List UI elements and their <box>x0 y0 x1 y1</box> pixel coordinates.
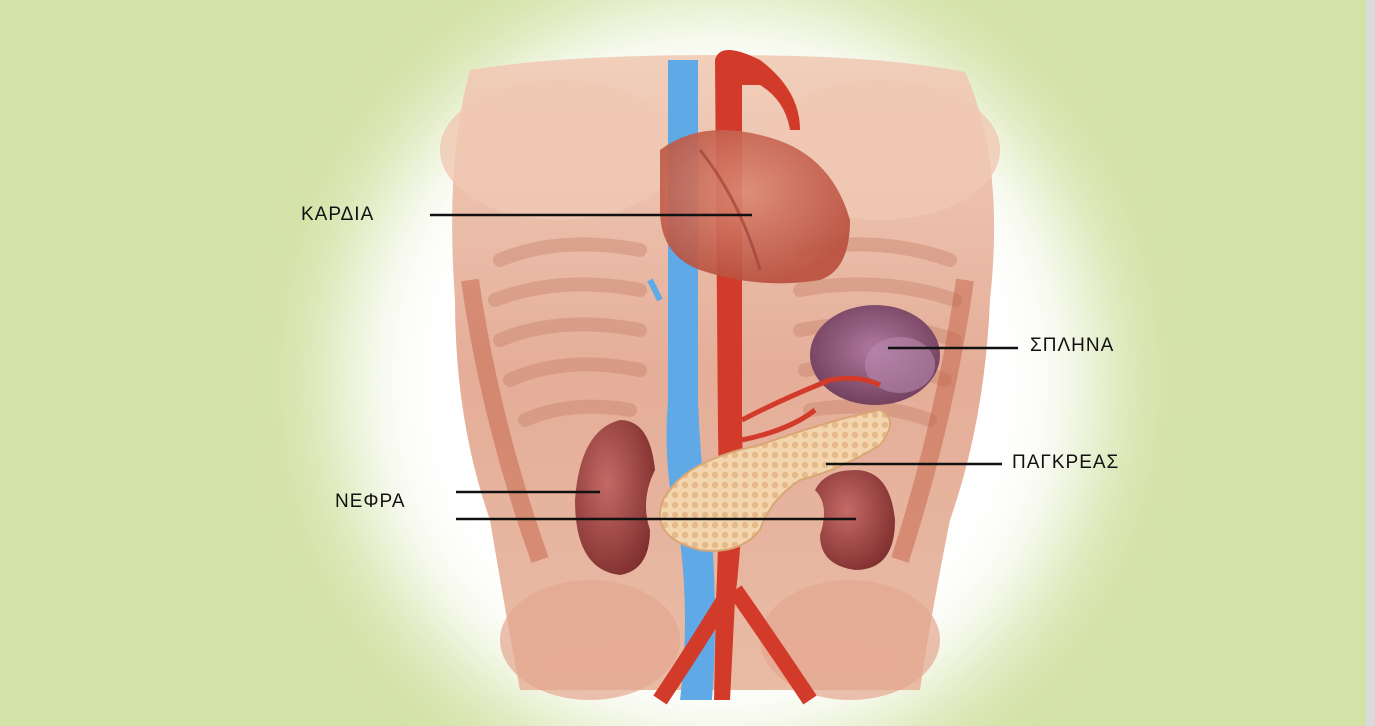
right-border <box>1366 0 1375 726</box>
kidneys-label: ΝΕΦΡΑ <box>335 492 406 511</box>
pancreas-label: ΠΑΓΚΡΕΑΣ <box>1012 453 1119 472</box>
heart-label: ΚΑΡΔΙΑ <box>301 205 374 224</box>
spleen-label: ΣΠΛΗΝΑ <box>1030 336 1114 355</box>
